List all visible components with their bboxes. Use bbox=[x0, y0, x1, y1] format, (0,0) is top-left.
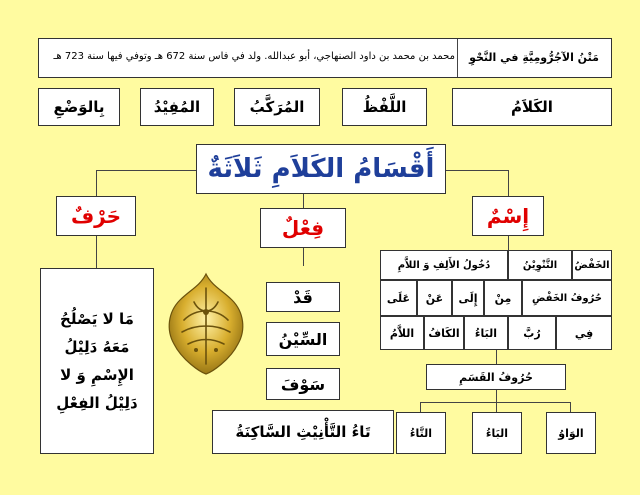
verb-title: فِعْلٌ bbox=[260, 208, 346, 248]
term-bilwad: بِالوَضْعِ bbox=[38, 88, 120, 126]
verb-sign-sawfa: سَوْفَ bbox=[266, 368, 340, 400]
connector bbox=[570, 402, 571, 412]
oath-letter-ba: البَاءُ bbox=[472, 412, 522, 454]
term-lafdh: اللَّفْظُ bbox=[342, 88, 427, 126]
calligraphy-logo-icon bbox=[168, 272, 244, 375]
oath-title: حُرُوفُ القَسَمِ bbox=[426, 364, 566, 390]
connector bbox=[303, 194, 304, 208]
connector bbox=[96, 170, 97, 196]
noun-sign-cell: مِنْ bbox=[484, 280, 522, 316]
noun-sign-cell: عَلَى bbox=[380, 280, 417, 316]
connector bbox=[420, 402, 570, 403]
term-mufid: المُفِيْدُ bbox=[140, 88, 214, 126]
main-title: أَقْسَامُ الكَلاَمِ ثَلاَثَةٌ bbox=[196, 144, 446, 194]
connector bbox=[96, 170, 196, 171]
connector bbox=[496, 402, 497, 412]
oath-letter-ta: التَّاءُ bbox=[396, 412, 446, 454]
noun-sign-cell: إِلَى bbox=[452, 280, 484, 316]
noun-sign-cell: دُخُولُ الأَلِفِ وَ اللاَّمِ bbox=[380, 250, 508, 280]
connector bbox=[420, 402, 421, 412]
noun-sign-cell: اللاَّمُ bbox=[380, 316, 424, 350]
noun-sign-cell: الكَافُ bbox=[424, 316, 464, 350]
connector bbox=[496, 390, 497, 402]
noun-sign-cell: فِي bbox=[556, 316, 612, 350]
noun-sign-cell: حُرُوفُ الخَفْضِ bbox=[522, 280, 612, 316]
oath-letter-waw: الوَاوُ bbox=[546, 412, 596, 454]
header-divider bbox=[457, 39, 458, 77]
verb-sign-ta-taneeth: تَاءُ التَّأْنِيْثِ السَّاكِنَةُ bbox=[212, 410, 394, 454]
noun-sign-cell: عَنْ bbox=[417, 280, 452, 316]
header-title: مَتْنُ الآجُرُّومِيَّةِ في النَّحْوِ bbox=[469, 51, 599, 64]
verb-sign-qad: قَدْ bbox=[266, 282, 340, 312]
header-bar: محمد بن محمد بن داود الصنهاجي، أبو عبدال… bbox=[38, 38, 612, 78]
noun-sign-cell: البَاءُ bbox=[464, 316, 508, 350]
particle-description: مَا لا يَصْلُحُ مَعَهُ دَلِيْلُ الإِسْمِ… bbox=[40, 268, 154, 454]
connector bbox=[508, 236, 509, 250]
verb-sign-sin: السِّيْنُ bbox=[266, 322, 340, 356]
term-kalam: الكَلاَمُ bbox=[452, 88, 612, 126]
connector bbox=[496, 350, 497, 364]
noun-sign-cell: رُبَّ bbox=[508, 316, 556, 350]
connector bbox=[96, 236, 97, 268]
header-bio: محمد بن محمد بن داود الصنهاجي، أبو عبدال… bbox=[53, 51, 456, 62]
connector bbox=[446, 170, 508, 171]
term-murakkab: المُرَكَّبُ bbox=[234, 88, 320, 126]
noun-sign-cell: التَّنْوِيْنُ bbox=[508, 250, 572, 280]
connector bbox=[508, 170, 509, 196]
particle-title: حَرْفٌ bbox=[56, 196, 136, 236]
connector bbox=[303, 248, 304, 266]
noun-title: إِسْمٌ bbox=[472, 196, 544, 236]
noun-sign-cell: الخَفْضُ bbox=[572, 250, 612, 280]
